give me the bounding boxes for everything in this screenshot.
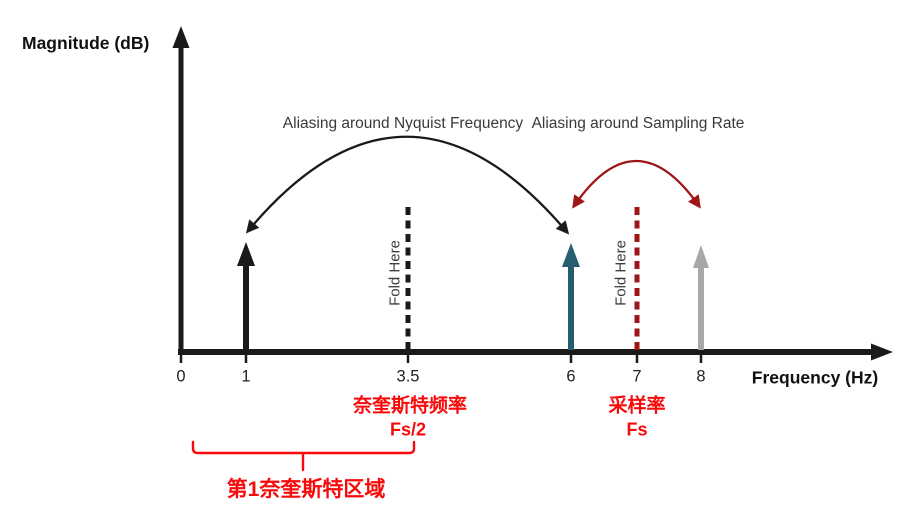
alias-arrow-8hz-head-icon [693,245,709,268]
tick-label-8: 8 [696,367,706,386]
tick-label-1: 1 [241,367,251,386]
tick-label-3p5: 3.5 [396,367,420,386]
sampling-rate-formula: Fs [626,419,648,440]
y-axis-title: Magnitude (dB) [22,33,150,53]
nyquist-frequency-formula: Fs/2 [389,419,427,440]
nyquist-frequency-cn-label: 奈奎斯特频率 [352,395,468,417]
x-axis-title: Frequency (Hz) [751,367,879,388]
x-axis-arrowhead-icon [871,343,893,361]
sampling-rate-cn-label: 采样率 [608,395,666,417]
aliasing-nyquist-label: Aliasing around Nyquist Frequency [282,115,524,132]
signal-arrow-1hz-head-icon [237,242,255,266]
alias-arrow-6hz-head-icon [562,243,580,267]
first-nyquist-zone-label: 第1奈奎斯特区域 [226,478,386,501]
aliasing-sampling-label: Aliasing around Sampling Rate [531,115,745,132]
x-axis-ticks [179,352,703,363]
y-axis-arrowhead-icon [172,26,190,48]
fold-here-sampling-label: Fold Here [612,240,630,306]
fold-here-nyquist-label: Fold Here [386,240,404,306]
tick-label-6: 6 [566,367,576,386]
tick-label-7: 7 [632,367,642,386]
nyquist-zone-bracket [191,440,416,472]
aliasing-arc-nyquist [245,135,570,235]
aliasing-arc-sampling [572,159,701,209]
tick-label-0: 0 [176,367,186,386]
